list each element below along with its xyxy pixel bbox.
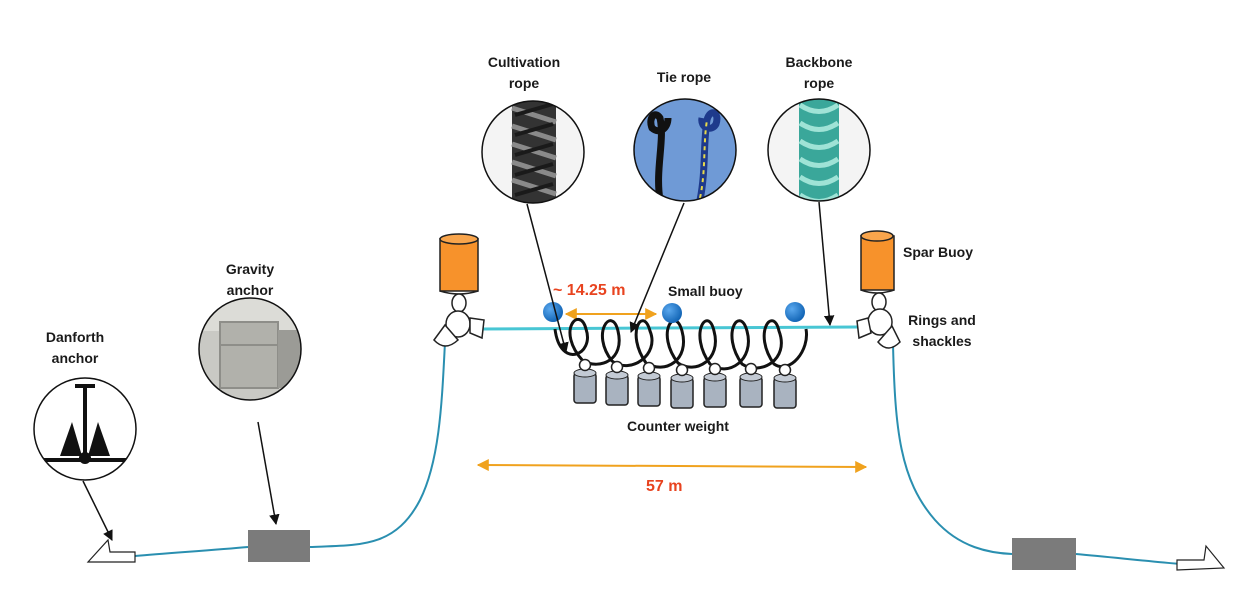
rings-label-line1: Rings and [908, 312, 976, 328]
right-rings-and-shackles [856, 292, 901, 349]
small-buoy [543, 302, 563, 322]
left-riser-line [309, 341, 446, 548]
right-mooring-line [1075, 553, 1181, 565]
cultivation-rope-label-line2: rope [508, 75, 540, 91]
backbone-rope-pointer [818, 201, 835, 327]
right-riser-line [892, 343, 1013, 555]
danforth-anchor-label-line2: anchor [51, 350, 99, 366]
length-dimension-label: 57 m [646, 478, 683, 495]
counter-weight [773, 363, 797, 409]
left-spar-buoy [439, 233, 479, 295]
small-buoy [662, 303, 682, 323]
counter-weight-label: Counter weight [627, 418, 729, 434]
backbone-rope-label: Backbone rope [769, 52, 869, 94]
counter-weight [637, 361, 661, 407]
tie-rope-photo [633, 98, 737, 202]
gravity-anchor-label: Gravity anchor [200, 259, 300, 301]
counter-weight [670, 363, 694, 409]
counter-weight [573, 358, 597, 404]
cultivation-rope-label-line1: Cultivation [487, 54, 561, 70]
danforth-anchor-shape [86, 538, 136, 563]
rings-label-line2: shackles [912, 333, 972, 349]
spacing-dimension-label: ~ 14.25 m [553, 282, 626, 299]
right-spar-buoy [860, 230, 895, 294]
rings-and-shackles-label: Rings and shackles [896, 310, 988, 352]
backbone-rope-photo [767, 98, 871, 202]
counter-weight [703, 362, 727, 408]
tie-rope-label: Tie rope [656, 69, 712, 85]
counter-weight [739, 362, 763, 408]
counter-weight-group [573, 358, 797, 409]
small-buoy-label: Small buoy [668, 283, 743, 299]
cultivation-rope-pointer [526, 203, 569, 354]
gravity-anchor-photo [198, 297, 302, 401]
spar-buoy-label: Spar Buoy [903, 244, 974, 260]
right-anchor-shape [1176, 544, 1226, 571]
backbone-rope-label-line1: Backbone [785, 54, 853, 70]
danforth-anchor-photo [33, 377, 137, 481]
gravity-anchor-label-line1: Gravity [225, 261, 275, 277]
danforth-anchor-label: Danforth anchor [25, 327, 125, 369]
backbone-rope-label-line2: rope [803, 75, 835, 91]
gravity-block [248, 530, 310, 562]
tie-rope-pointer [629, 202, 685, 333]
counter-weight [605, 360, 629, 406]
gravity-anchor-label-line2: anchor [226, 282, 274, 298]
gravity-anchor-pointer [257, 421, 280, 526]
cultivation-rope-label: Cultivation rope [474, 52, 574, 94]
left-mooring-line [134, 546, 249, 557]
small-buoy [785, 302, 805, 322]
danforth-anchor-pointer [82, 480, 113, 541]
cultivation-rope-photo [481, 100, 585, 204]
danforth-anchor-label-line1: Danforth [45, 329, 105, 345]
left-rings-and-shackles [433, 293, 485, 347]
length-arrow [476, 459, 868, 473]
gravity-block [1012, 538, 1076, 570]
